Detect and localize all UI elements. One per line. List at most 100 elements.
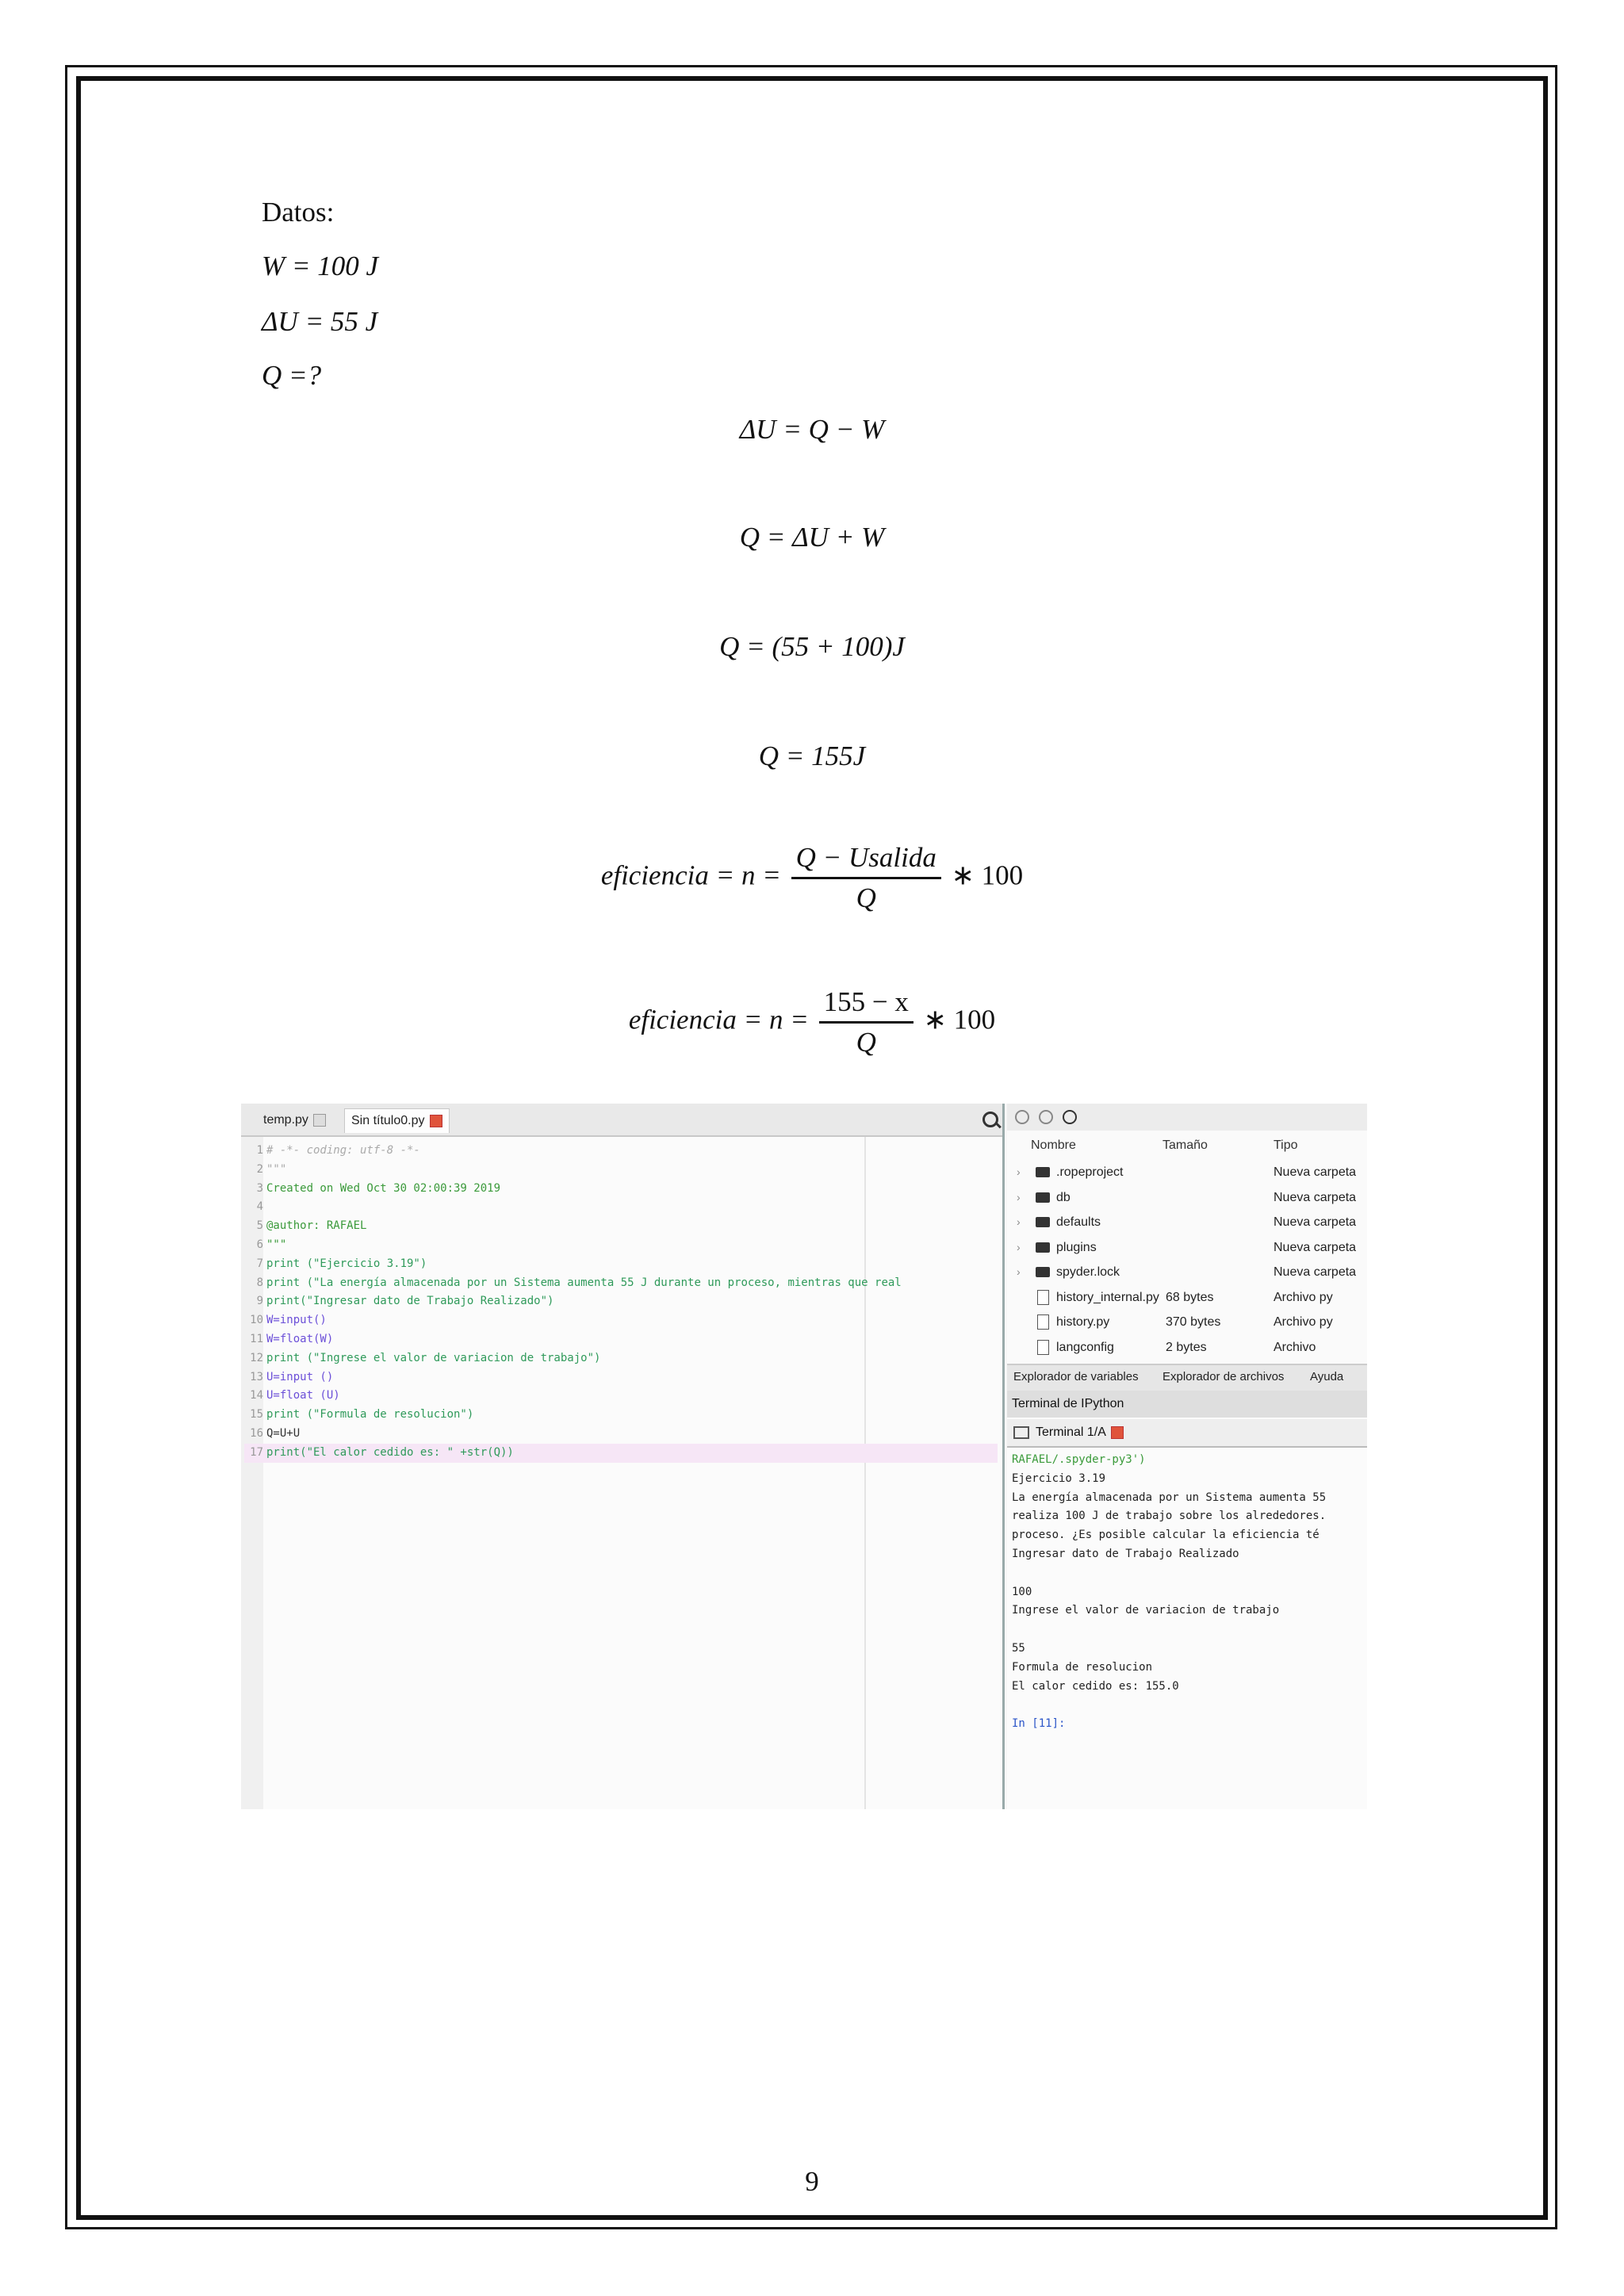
line-number: 11 (250, 1332, 263, 1345)
datos-line-q: Q =? (262, 360, 322, 391)
chevron-right-icon[interactable]: › (1017, 1165, 1021, 1178)
line-number: 8 (256, 1276, 263, 1289)
code-text: print ("Ingrese el valor de variacion de… (266, 1351, 601, 1364)
code-text: print ("Formula de resolucion") (266, 1408, 474, 1422)
file-row[interactable]: › plugins Nueva carpeta (1007, 1236, 1367, 1261)
console-line: RAFAEL/.spyder-py3') (1012, 1453, 1146, 1466)
code-line: 1# -*- coding: utf-8 -*- (244, 1142, 998, 1161)
chevron-right-icon[interactable]: › (1017, 1190, 1021, 1203)
file-name: history_internal.py (1056, 1290, 1159, 1304)
tab-variable-explorer[interactable]: Explorador de variables (1013, 1370, 1139, 1383)
chevron-right-icon[interactable]: › (1017, 1215, 1021, 1228)
file-type: Nueva carpeta (1274, 1240, 1357, 1254)
file-type: Nueva carpeta (1274, 1265, 1357, 1279)
efficiency-formula-1: eficiencia = n = Q − Usalida Q ∗ 100 (0, 842, 1624, 914)
file-name: spyder.lock (1056, 1265, 1120, 1279)
console-line (1012, 1696, 1367, 1715)
eff1-lhs: eficiencia = n = (600, 859, 781, 891)
tab-terminal[interactable]: Terminal 1/A (1036, 1424, 1124, 1441)
close-icon[interactable] (429, 1114, 442, 1127)
tab-temp-py[interactable]: temp.py (257, 1108, 332, 1132)
tab-help[interactable]: Ayuda (1310, 1370, 1344, 1383)
column-header-name[interactable]: Nombre (1031, 1138, 1076, 1152)
code-text: W=float(W) (266, 1332, 334, 1345)
tab-file-explorer[interactable]: Explorador de archivos (1162, 1370, 1285, 1383)
equation-4: Q = 155J (758, 740, 866, 771)
code-text: print ("La energía almacenada por un Sis… (266, 1276, 902, 1289)
console-icon (1013, 1426, 1029, 1439)
page-border-inner (76, 76, 1548, 2220)
line-number: 4 (256, 1200, 263, 1214)
tab-sin-titulo[interactable]: Sin título0.py (344, 1108, 450, 1133)
console-title: Terminal de IPython (1012, 1397, 1124, 1410)
gear-icon[interactable] (1063, 1110, 1077, 1124)
console-line: 55 (1012, 1641, 1025, 1655)
code-text: """ (266, 1238, 287, 1251)
file-type: Archivo py (1274, 1290, 1333, 1304)
back-icon[interactable] (1015, 1110, 1029, 1124)
console-title-bar: Terminal de IPython (1007, 1391, 1367, 1418)
code-text: print("El calor cedido es: " +str(Q)) (266, 1445, 514, 1459)
column-header-type[interactable]: Tipo (1274, 1138, 1298, 1152)
console-line: 100 (1012, 1585, 1032, 1598)
eff2-numerator: 155 − x (818, 986, 914, 1024)
line-number: 12 (250, 1351, 263, 1364)
console-output[interactable]: RAFAEL/.spyder-py3') Ejercicio 3.19 La ene… (1012, 1451, 1367, 1734)
page-border-outer (65, 65, 1557, 2229)
console-line: proceso. ¿Es posible calcular la eficien… (1012, 1529, 1320, 1542)
file-name: defaults (1056, 1215, 1101, 1229)
equation-3: Q = (55 + 100)J (719, 631, 905, 662)
file-name: plugins (1056, 1240, 1097, 1254)
code-line: 2""" (244, 1161, 998, 1180)
datos-line-w: W = 100 J (262, 251, 379, 281)
close-icon[interactable] (312, 1113, 326, 1127)
eff1-fraction: Q − Usalida Q (791, 842, 941, 914)
console-line: Ejercicio 3.19 (1012, 1471, 1106, 1485)
datos-line-du: ΔU = 55 J (262, 306, 378, 337)
file-type: Nueva carpeta (1274, 1190, 1357, 1204)
line-number: 2 (256, 1162, 263, 1176)
file-row[interactable]: › spyder.lock Nueva carpeta (1007, 1261, 1367, 1285)
console-line (1012, 1564, 1367, 1583)
equation-2: Q = ΔU + W (739, 522, 885, 553)
efficiency-formula-2: eficiencia = n = 155 − x Q ∗ 100 (0, 986, 1624, 1058)
line-number: 5 (256, 1219, 263, 1233)
line-number: 15 (250, 1408, 263, 1422)
column-header-size[interactable]: Tamaño (1162, 1138, 1208, 1152)
close-icon[interactable] (1110, 1425, 1124, 1439)
search-icon[interactable] (982, 1112, 998, 1127)
code-line: 6""" (244, 1236, 998, 1255)
console-line: La energía almacenada por un Sistema aum… (1012, 1490, 1327, 1504)
edge-line (864, 1137, 866, 1809)
ipython-console-pane: Terminal de IPython Terminal 1/A RAFAEL/… (1007, 1391, 1367, 1809)
code-text: Q=U+U (266, 1426, 301, 1440)
code-text: print ("Ejercicio 3.19") (266, 1257, 427, 1270)
eff2-denominator: Q (856, 1027, 876, 1058)
page-number: 9 (805, 2166, 819, 2197)
file-name: .ropeproject (1056, 1165, 1124, 1179)
chevron-right-icon[interactable]: › (1017, 1240, 1021, 1253)
console-line: In [11]: (1012, 1717, 1066, 1731)
forward-icon[interactable] (1039, 1110, 1053, 1124)
file-size: 2 bytes (1166, 1340, 1207, 1354)
code-text: U=float (U) (266, 1389, 340, 1402)
line-number: 3 (256, 1181, 263, 1195)
code-text: @author: RAFAEL (266, 1219, 367, 1233)
code-editor-pane: temp.py Sin título0.py 1# -*- coding: ut… (241, 1104, 1005, 1809)
chevron-right-icon[interactable]: › (1017, 1265, 1021, 1278)
